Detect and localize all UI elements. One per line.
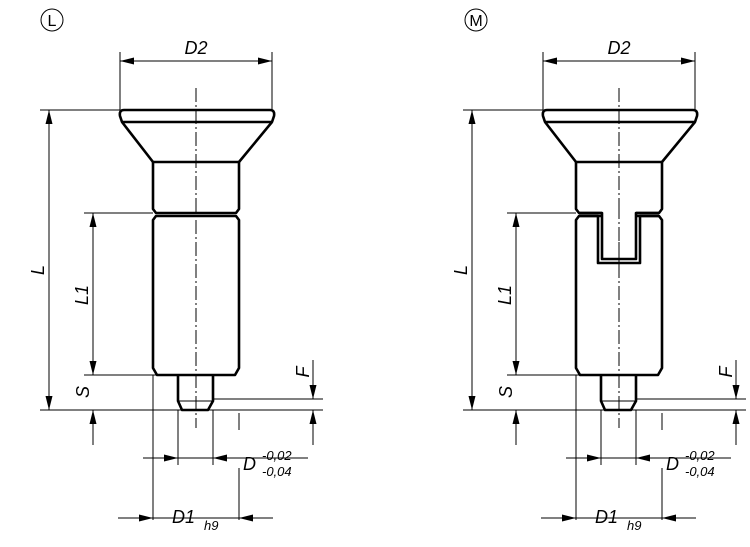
view-marker: L [48,13,57,30]
s-label: S [496,386,516,398]
l1-label: L1 [495,285,515,305]
d1-label: D1 [595,507,618,527]
d1-tolerance: h9 [627,518,641,533]
d1-tolerance: h9 [204,518,218,533]
d2-label: D2 [607,38,630,58]
d-label: D [666,454,679,474]
d1-label: D1 [172,507,195,527]
d2-label: D2 [184,38,207,58]
l-label: L [28,265,48,275]
d-label: D [243,454,256,474]
s-label: S [73,386,93,398]
d-upper-tolerance: -0,02 [262,448,292,463]
l1-label: L1 [72,285,92,305]
view-l: L D2 L L1 S F D -0,02 -0,04 D1 h9 [28,8,325,533]
view-marker: M [469,13,482,30]
view-marker-circle [464,8,488,32]
d-lower-tolerance: -0,04 [685,464,715,479]
view-m: M D2 L L1 S F D -0,02 -0,04 D1 h9 [451,8,748,533]
f-label: F [293,366,313,378]
view-marker-circle [40,8,64,32]
d-upper-tolerance: -0,02 [685,448,715,463]
d-lower-tolerance: -0,04 [262,464,292,479]
l-label: L [451,265,471,275]
f-label: F [716,366,736,378]
